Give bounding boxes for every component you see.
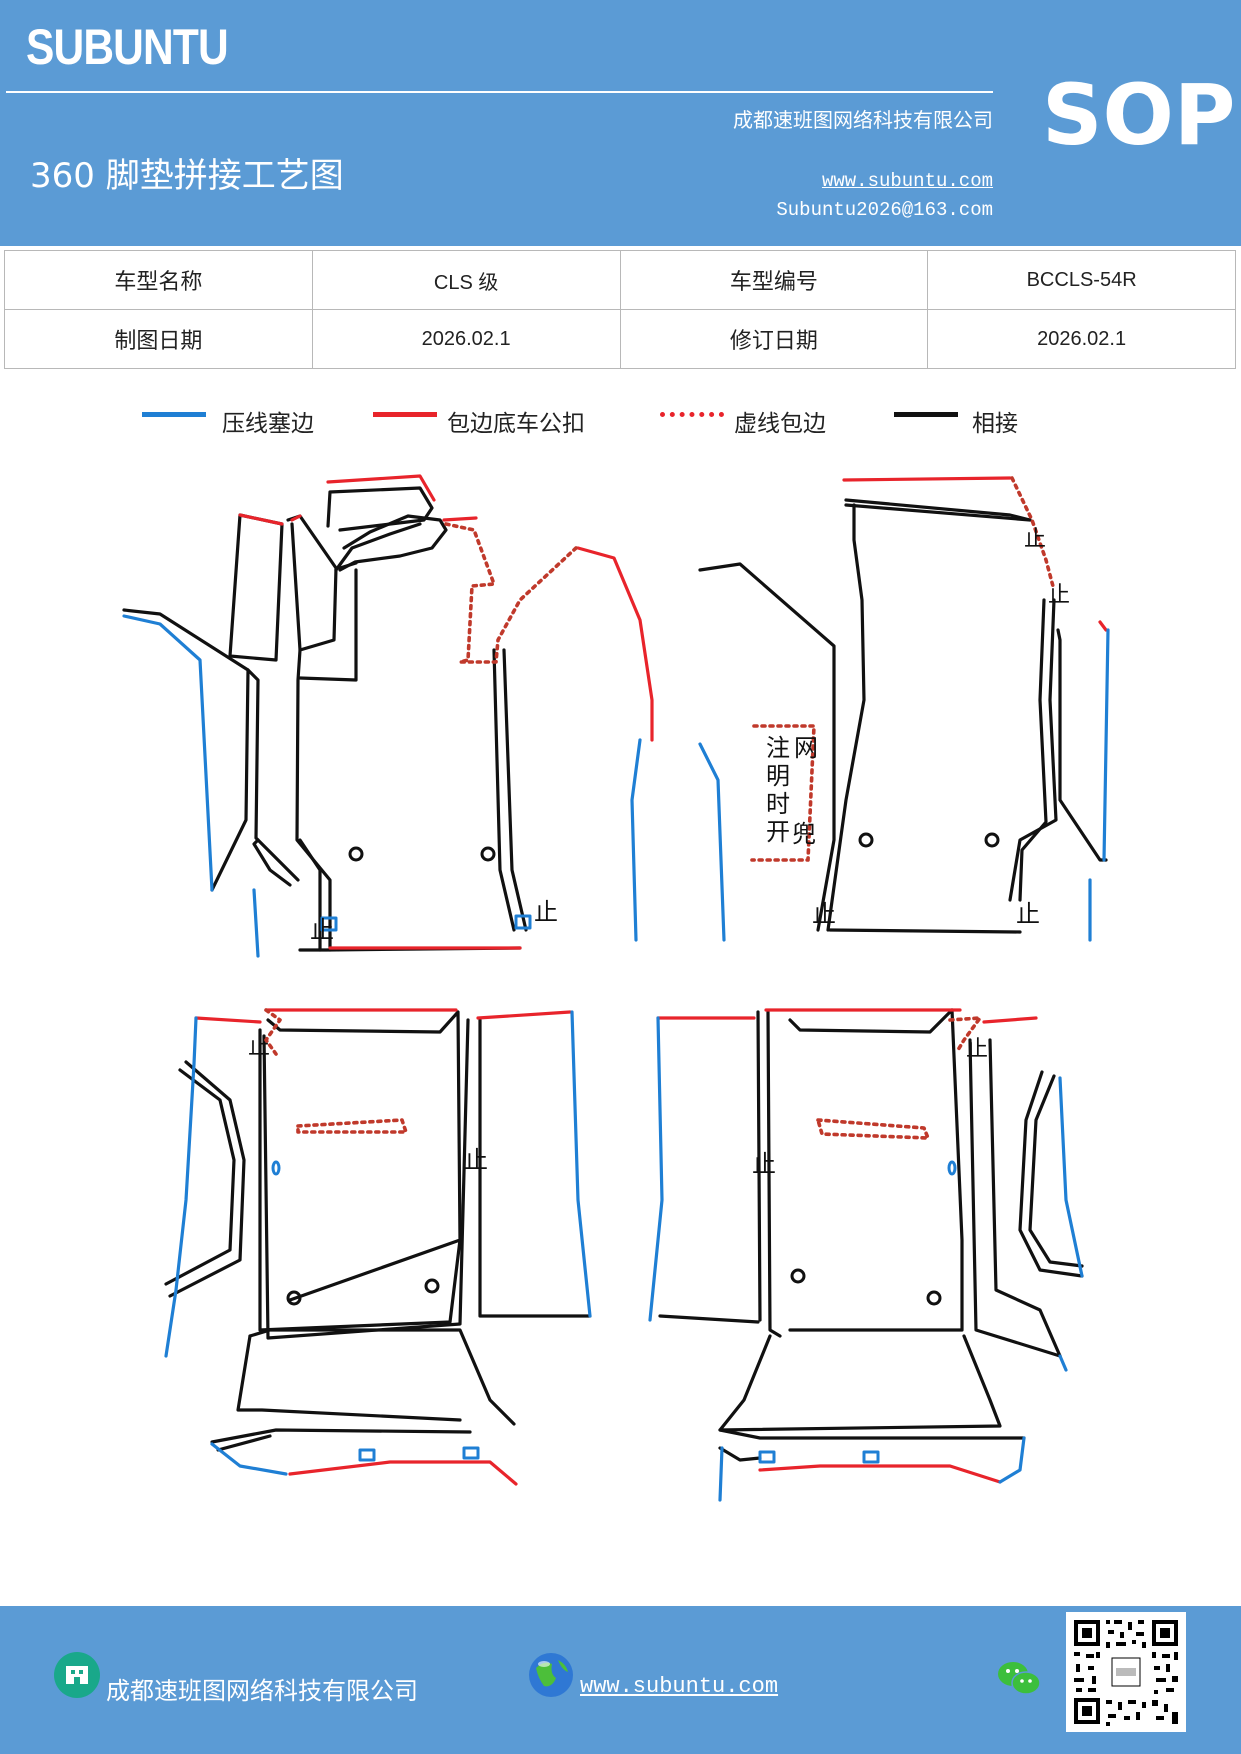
clip bbox=[271, 1160, 281, 1176]
note-char: 兜 bbox=[792, 820, 816, 848]
stop-mark: 止 bbox=[1048, 583, 1070, 608]
stop-mark: 止 bbox=[752, 1150, 776, 1178]
clip bbox=[758, 1450, 776, 1464]
header-email: Subuntu2026@163.com bbox=[776, 199, 993, 221]
hole bbox=[286, 1290, 302, 1306]
clip bbox=[320, 916, 338, 932]
draw-date-value: 2026.02.1 bbox=[311, 309, 621, 369]
press-line-edges bbox=[122, 614, 1110, 1502]
footer: 成都速班图网络科技有限公司 www.subuntu.com bbox=[0, 1606, 1241, 1754]
hole bbox=[926, 1290, 942, 1306]
globe-icon bbox=[529, 1653, 573, 1697]
stop-mark: 止 bbox=[464, 1146, 488, 1174]
mesh-pocket-note: 注 网 明 时 开 兜 bbox=[766, 734, 818, 848]
legend: 压线塞边 包边底车公扣 虚线包边 相接 bbox=[0, 400, 1241, 440]
clip bbox=[947, 1160, 957, 1176]
stop-mark: 止 bbox=[966, 1037, 988, 1062]
model-code-label: 车型编号 bbox=[619, 250, 929, 310]
qr-code-icon bbox=[1066, 1612, 1186, 1732]
legend-swatch-red-dotted bbox=[660, 412, 724, 417]
clips bbox=[271, 914, 957, 1464]
legend-label: 相接 bbox=[972, 411, 1018, 437]
wechat-icon[interactable] bbox=[996, 1658, 1042, 1698]
hole bbox=[348, 846, 364, 862]
stop-mark: 止 bbox=[812, 900, 836, 928]
header-divider bbox=[6, 91, 993, 93]
draw-date-label: 制图日期 bbox=[4, 309, 313, 369]
revise-date-label: 修订日期 bbox=[619, 309, 929, 369]
legend-swatch-red bbox=[373, 412, 437, 417]
stop-mark: 止 bbox=[1016, 900, 1040, 928]
stop-mark: 止 bbox=[310, 916, 334, 944]
company-building-icon bbox=[54, 1652, 100, 1698]
binding-lines bbox=[194, 474, 1108, 1486]
drain-holes bbox=[286, 832, 1000, 1306]
legend-label: 包边底车公扣 bbox=[447, 411, 585, 437]
stop-mark: 止 bbox=[248, 1035, 270, 1060]
clip bbox=[514, 914, 532, 930]
clip bbox=[358, 1448, 376, 1462]
model-name-label: 车型名称 bbox=[4, 250, 313, 310]
joined-lines bbox=[122, 486, 1108, 1462]
hole bbox=[424, 1278, 440, 1294]
stop-mark: 止 bbox=[534, 898, 558, 926]
hole bbox=[790, 1268, 806, 1284]
note-char: 网 bbox=[794, 734, 818, 762]
floor-mat-diagram: 止 止 止 止 止 止 止 止 止 止 注 网 明 时 开 兜 bbox=[122, 474, 1110, 1502]
revise-date-value: 2026.02.1 bbox=[927, 309, 1236, 369]
hole bbox=[858, 832, 874, 848]
note-char: 时 bbox=[766, 790, 790, 818]
stop-mark: 止 bbox=[1024, 527, 1046, 552]
dotted-binding-lines bbox=[264, 476, 1056, 1140]
hole bbox=[984, 832, 1000, 848]
legend-swatch-black bbox=[894, 412, 958, 417]
legend-label: 压线塞边 bbox=[222, 411, 314, 437]
note-char: 注 bbox=[766, 734, 790, 762]
header: SUBUNTU 成都速班图网络科技有限公司 360 脚垫拼接工艺图 www.su… bbox=[0, 0, 1241, 246]
sop-badge: SOP bbox=[1042, 66, 1236, 164]
brand-logo: SUBUNTU bbox=[26, 19, 229, 75]
table-row: 车型名称 CLS 级 车型编号 BCCLS-54R bbox=[4, 250, 1236, 310]
header-website-link[interactable]: www.subuntu.com bbox=[821, 170, 993, 192]
model-name-value: CLS 级 bbox=[311, 250, 621, 310]
legend-swatch-blue bbox=[142, 412, 206, 417]
legend-label: 虚线包边 bbox=[734, 411, 826, 437]
note-char: 明 bbox=[766, 762, 790, 790]
hole bbox=[480, 846, 496, 862]
header-company: 成都速班图网络科技有限公司 bbox=[733, 108, 993, 132]
document-title: 360 脚垫拼接工艺图 bbox=[30, 156, 344, 196]
footer-company: 成都速班图网络科技有限公司 bbox=[106, 1677, 418, 1705]
clip bbox=[862, 1450, 880, 1464]
table-row: 制图日期 2026.02.1 修订日期 2026.02.1 bbox=[4, 309, 1236, 369]
footer-website-link[interactable]: www.subuntu.com bbox=[580, 1674, 779, 1699]
model-code-value: BCCLS-54R bbox=[927, 250, 1236, 310]
stop-marks: 止 止 止 止 止 止 止 止 止 止 bbox=[248, 527, 1070, 1178]
clip bbox=[462, 1446, 480, 1460]
info-table: 车型名称 CLS 级 车型编号 BCCLS-54R 制图日期 2026.02.1… bbox=[4, 250, 1236, 369]
note-char: 开 bbox=[766, 818, 790, 846]
